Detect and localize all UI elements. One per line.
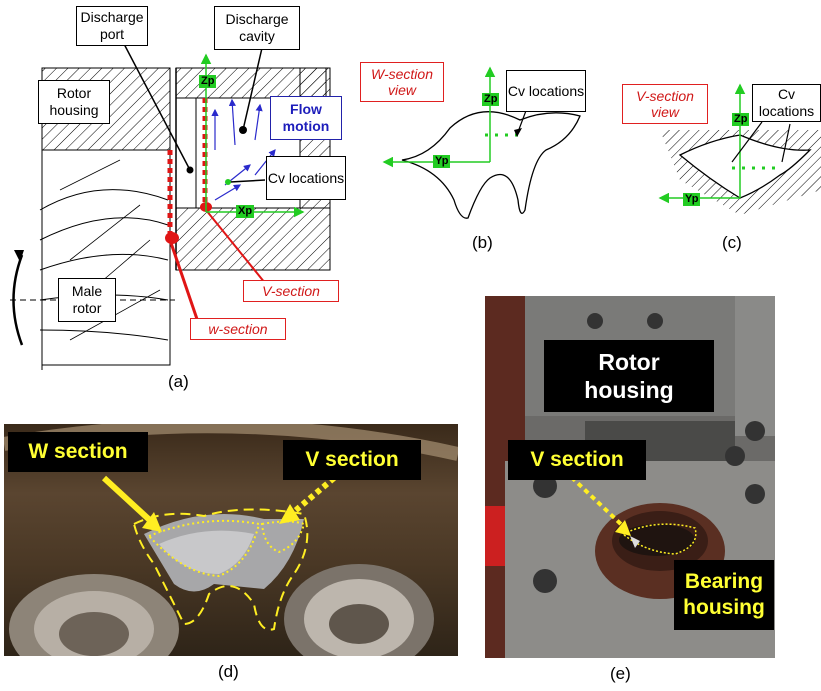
caption-c: (c) <box>722 233 742 252</box>
axis-zp-c: Zp <box>732 113 750 126</box>
caption-e: (e) <box>610 664 631 683</box>
axis-zp-b: Zp <box>482 93 500 106</box>
panel-d-photo <box>4 424 458 656</box>
caption-a: (a) <box>168 372 189 391</box>
cv-locations-label-b: Cv locations <box>506 70 586 112</box>
axis-zp-a: Zp <box>199 75 217 88</box>
rotor-housing-label-e: Rotor housing <box>544 340 714 412</box>
w-section-label-a: w-section <box>190 318 286 340</box>
panel-c-drawing <box>658 83 821 215</box>
v-section-view-label: V-section view <box>622 84 708 124</box>
flow-motion-label: Flow motion <box>270 96 342 140</box>
axis-yp-b: Yp <box>433 155 451 168</box>
w-section-view-label: W-section view <box>360 62 444 102</box>
caption-d: (d) <box>218 662 239 681</box>
axis-xp-a: Xp <box>236 205 255 218</box>
discharge-cavity-label: Discharge cavity <box>214 6 300 50</box>
cv-locations-label-c: Cv locations <box>752 84 821 122</box>
v-section-label-d: V section <box>283 440 421 480</box>
male-rotor-label: Male rotor <box>58 278 116 322</box>
bearing-housing-label-e: Bearing housing <box>674 560 774 630</box>
v-section-label-e: V section <box>508 440 646 480</box>
panel-b-drawing <box>382 66 581 219</box>
discharge-port-label: Discharge port <box>76 6 148 46</box>
axis-yp-c: Yp <box>683 193 701 206</box>
v-section-label-a: V-section <box>243 280 339 302</box>
caption-b: (b) <box>472 233 493 252</box>
rotor-housing-label: Rotor housing <box>38 80 110 124</box>
w-section-label-d: W section <box>8 432 148 472</box>
cv-locations-label-a: Cv locations <box>266 156 346 200</box>
